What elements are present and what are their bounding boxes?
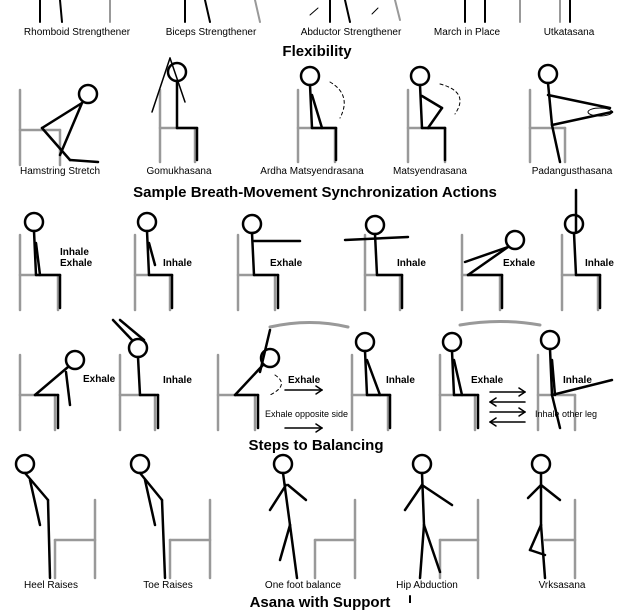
row1-figures [18, 57, 614, 167]
breath-label-b2: Inhale [163, 375, 192, 386]
breath-label-b6: Inhale [563, 375, 592, 386]
breath-label-b4: Inhale [386, 375, 415, 386]
breath-label-a3: Exhale [270, 258, 303, 269]
breath-row-b-figures [18, 318, 614, 433]
caption-ardha-matsyendrasana: Ardha Matsyendrasana [260, 166, 364, 177]
breath-label-b1: Exhale [83, 374, 116, 385]
section-title-flexibility: Flexibility [282, 43, 352, 60]
caption-gomukhasana: Gomukhasana [146, 166, 212, 177]
breath-label-b5: Exhale [471, 375, 504, 386]
breath-label-a4: Inhale [397, 258, 426, 269]
caption-hamstring-stretch: Hamstring Stretch [19, 166, 101, 177]
breath-label-b3: Exhale [288, 375, 321, 386]
breath-label-a2: Inhale [163, 258, 192, 269]
caption-padangusthasana: Padangusthasana [531, 166, 613, 177]
caption-vrksasana: Vrksasana [538, 580, 586, 591]
caption-matsyendrasana: Matsyendrasana [393, 166, 467, 177]
breath-label-a6: Inhale [585, 258, 614, 269]
caption-toe-raises: Toe Raises [143, 580, 193, 591]
caption-hip-abduction: Hip Abduction [396, 580, 458, 591]
caption-biceps-strengthener: Biceps Strengthener [165, 27, 257, 38]
breath-row-a-figures [18, 188, 602, 312]
caption-utkatasana: Utkatasana [543, 27, 595, 38]
breath-label-a1-inhale: Inhale [60, 247, 89, 258]
section-title-breath-movement: Sample Breath-Movement Synchronization A… [133, 184, 497, 201]
caption-rhomboid-strengthener: Rhomboid Strengthener [23, 27, 131, 38]
breath-label-a5: Exhale [503, 258, 536, 269]
row0-figures [39, 0, 571, 23]
caption-one-foot-balance: One foot balance [264, 580, 342, 591]
caption-heel-raises: Heel Raises [24, 580, 78, 591]
caption-abductor-strengthener: Abductor Strengthener [300, 27, 402, 38]
breath-label-b6-note: Inhale other leg [535, 409, 598, 419]
section-title-balancing: Steps to Balancing [248, 437, 384, 454]
breath-label-b3-note: Exhale opposite side [265, 409, 349, 419]
balancing-figures [14, 453, 577, 580]
breath-label-a1-exhale: Exhale [60, 258, 93, 269]
caption-march-in-place: March in Place [433, 27, 501, 38]
